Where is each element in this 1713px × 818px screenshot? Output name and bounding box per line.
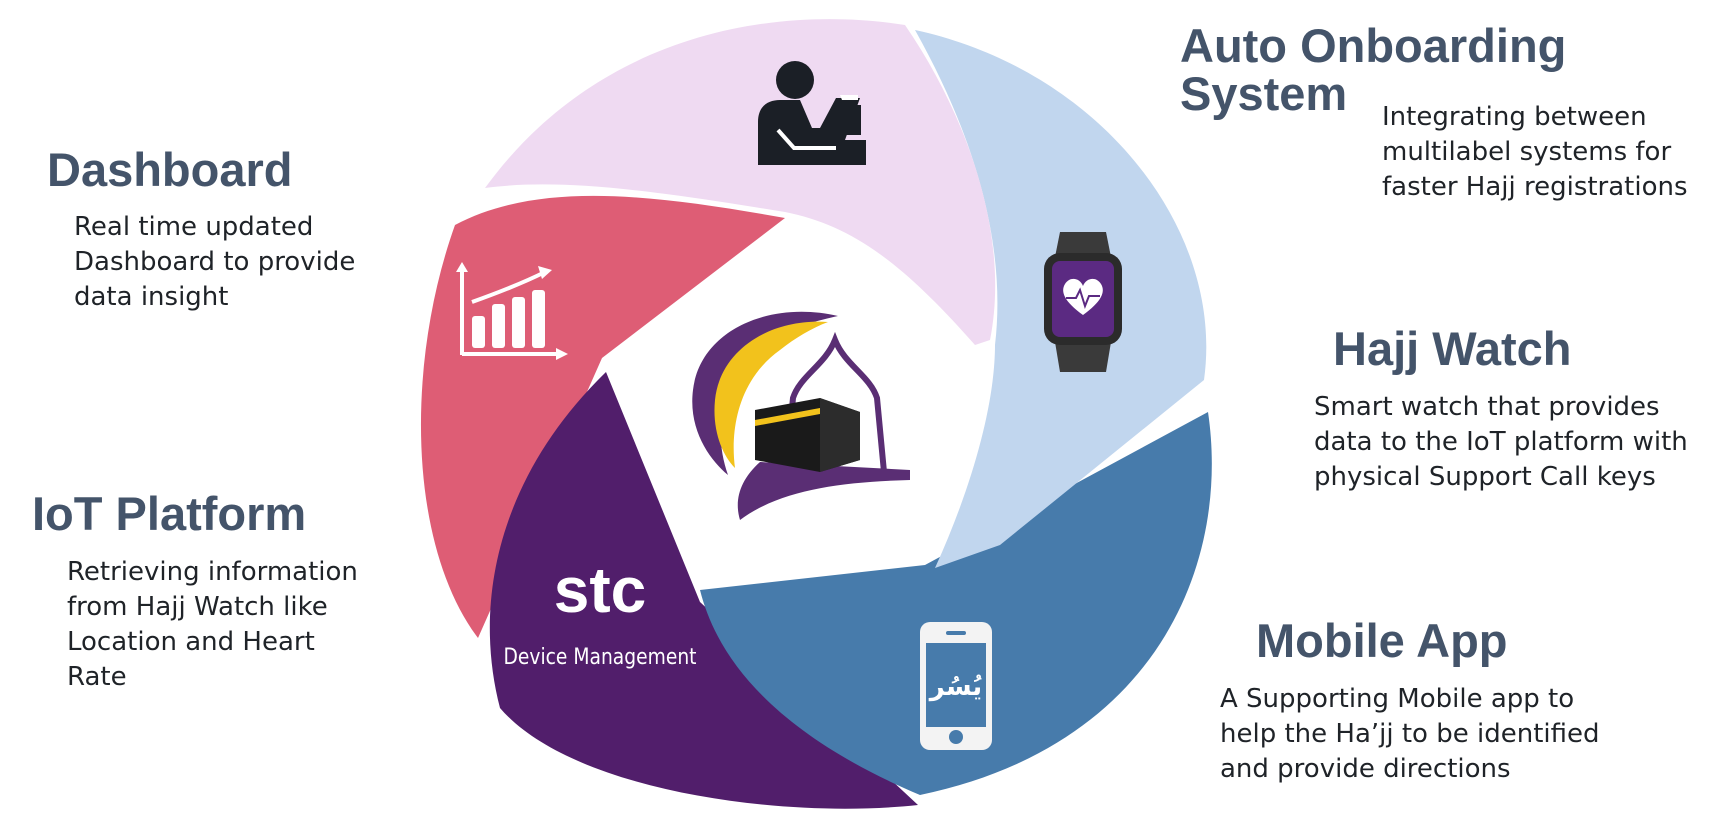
iot-platform-title: IoT Platform: [32, 487, 307, 540]
onboarding-segment: [485, 19, 996, 345]
mobile-app-description: A Supporting Mobile app to help the Ha’j…: [1220, 684, 1600, 784]
person-at-computer-icon: [758, 61, 866, 165]
dashboard-title: Dashboard: [47, 143, 293, 196]
dashboard-description: Real time updated Dashboard to provide d…: [74, 212, 356, 312]
bar-chart-growth-icon: [456, 262, 568, 360]
hajj-watch-description: Smart watch that provides data to the Io…: [1314, 392, 1688, 492]
stc-logo-text: stc: [554, 554, 647, 626]
app-label: يُسُر: [928, 672, 982, 702]
stc-segment: [489, 372, 918, 809]
onboarding-title: Auto Onboarding System: [1180, 19, 1567, 120]
mobile-app-segment: [700, 412, 1212, 795]
kaaba-logo-icon: [692, 311, 910, 520]
smartphone-icon: يُسُر: [920, 622, 992, 750]
hajj-watch-title: Hajj Watch: [1333, 322, 1572, 375]
smartwatch-heart-icon: [1044, 232, 1122, 372]
stc-logo-subtitle: Device Management: [504, 645, 697, 670]
onboarding-description: Integrating between multilabel systems f…: [1382, 102, 1688, 202]
iot-platform-description: Retrieving information from Hajj Watch l…: [67, 557, 358, 692]
mobile-app-title: Mobile App: [1256, 614, 1508, 667]
